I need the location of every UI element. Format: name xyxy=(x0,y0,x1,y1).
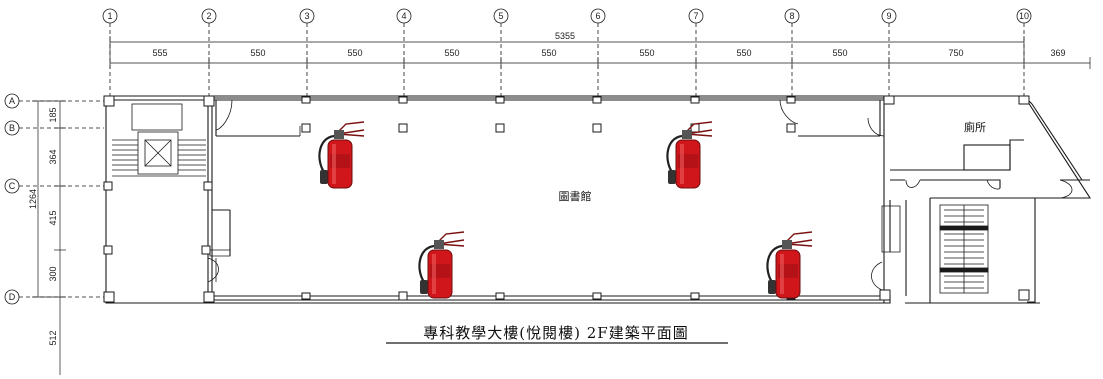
grid-label-10: 10 xyxy=(1019,11,1029,21)
dim-label: 550 xyxy=(541,48,556,58)
dim-label: 415 xyxy=(48,210,58,225)
right-stairwell xyxy=(871,179,1073,294)
grid-label-5: 5 xyxy=(498,11,503,21)
dim-label: 185 xyxy=(48,107,58,122)
grid-label-1: 1 xyxy=(107,11,112,21)
dim-label: 555 xyxy=(152,48,167,58)
door-swings xyxy=(215,99,885,137)
dim-label: 550 xyxy=(347,48,362,58)
dim-label: 300 xyxy=(48,266,58,281)
dim-label: 550 xyxy=(444,48,459,58)
grid-label-a: A xyxy=(9,96,15,106)
top-total-dimension: 5355 xyxy=(555,31,575,41)
grid-label-6: 6 xyxy=(595,11,600,21)
drawing-title: 專科教學大樓(悅閱樓) 2F建築平面圖 xyxy=(423,324,688,342)
grid-label-7: 7 xyxy=(693,11,698,21)
grid-label-d: D xyxy=(9,292,16,302)
fire-extinguisher-icon xyxy=(766,230,814,300)
dim-label: 750 xyxy=(948,48,963,58)
left-dimension-lines xyxy=(32,100,66,375)
fire-extinguisher-icon xyxy=(418,230,466,300)
row-grid-labels: A B C D xyxy=(9,96,16,302)
left-total-dimension: 1264 xyxy=(28,189,38,209)
dim-label: 550 xyxy=(639,48,654,58)
left-stairwell xyxy=(112,103,231,283)
fire-extinguisher-icon xyxy=(318,120,366,190)
dim-label: 364 xyxy=(48,149,58,164)
column-grid-markers xyxy=(102,8,1032,100)
dim-label: 550 xyxy=(832,48,847,58)
dim-label: 512 xyxy=(48,330,58,345)
room-label-library: 圖書館 xyxy=(559,189,592,203)
grid-label-8: 8 xyxy=(789,11,794,21)
column-grid-labels: 1 2 3 4 5 6 7 8 9 10 xyxy=(107,11,1029,21)
top-dimension-labels: 555 550 550 550 550 550 550 550 750 369 xyxy=(152,48,1065,58)
room-label-restroom: 廁所 xyxy=(964,120,986,134)
grid-label-b: B xyxy=(9,123,15,133)
fire-extinguisher-icon xyxy=(666,120,714,190)
grid-label-2: 2 xyxy=(206,11,211,21)
grid-label-3: 3 xyxy=(304,11,309,21)
structural-columns xyxy=(103,95,1030,303)
grid-label-c: C xyxy=(9,181,16,191)
dim-label: 550 xyxy=(250,48,265,58)
dim-label: 550 xyxy=(736,48,751,58)
dim-label: 369 xyxy=(1050,48,1065,58)
grid-label-4: 4 xyxy=(401,11,406,21)
grid-label-9: 9 xyxy=(886,11,891,21)
top-dimension-lines xyxy=(109,36,1091,69)
left-dimension-labels: 185 364 415 300 512 xyxy=(48,107,58,345)
